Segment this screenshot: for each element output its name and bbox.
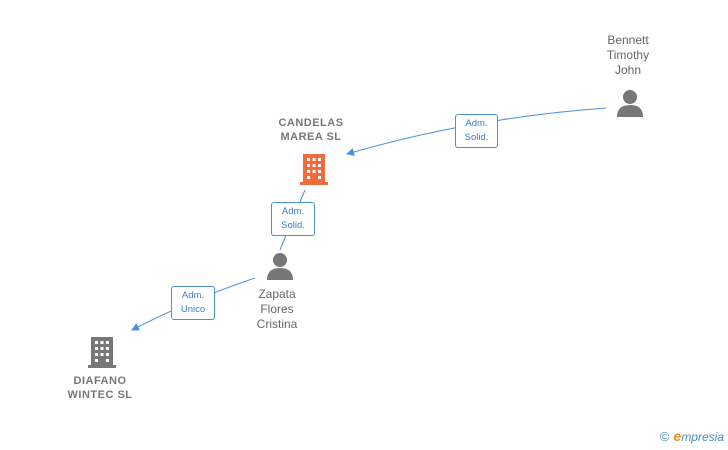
candelas-marea-label: CANDELAS MAREA SL xyxy=(278,117,344,143)
bennett-timothy-john-label: Bennett Timothy John xyxy=(606,33,650,77)
zapata-flores-cristina-label: Zapata Flores Cristina xyxy=(256,287,298,331)
empresia-watermark: © empresia xyxy=(660,428,724,444)
person-icon[interactable] xyxy=(615,89,645,117)
diafano-wintec-label: DIAFANO WINTEC SL xyxy=(67,375,133,401)
person-icon[interactable] xyxy=(265,252,295,280)
building-icon[interactable] xyxy=(298,152,330,186)
relation-badge-zapata-candelas[interactable]: Adm. Solid. xyxy=(271,202,315,236)
building-icon[interactable] xyxy=(86,335,118,369)
relation-badge-bennett-candelas[interactable]: Adm. Solid. xyxy=(455,114,498,148)
empresia-logo: empresia xyxy=(673,428,724,444)
copyright-icon: © xyxy=(659,428,670,444)
relation-badge-zapata-diafano[interactable]: Adm. Unico xyxy=(171,286,215,320)
